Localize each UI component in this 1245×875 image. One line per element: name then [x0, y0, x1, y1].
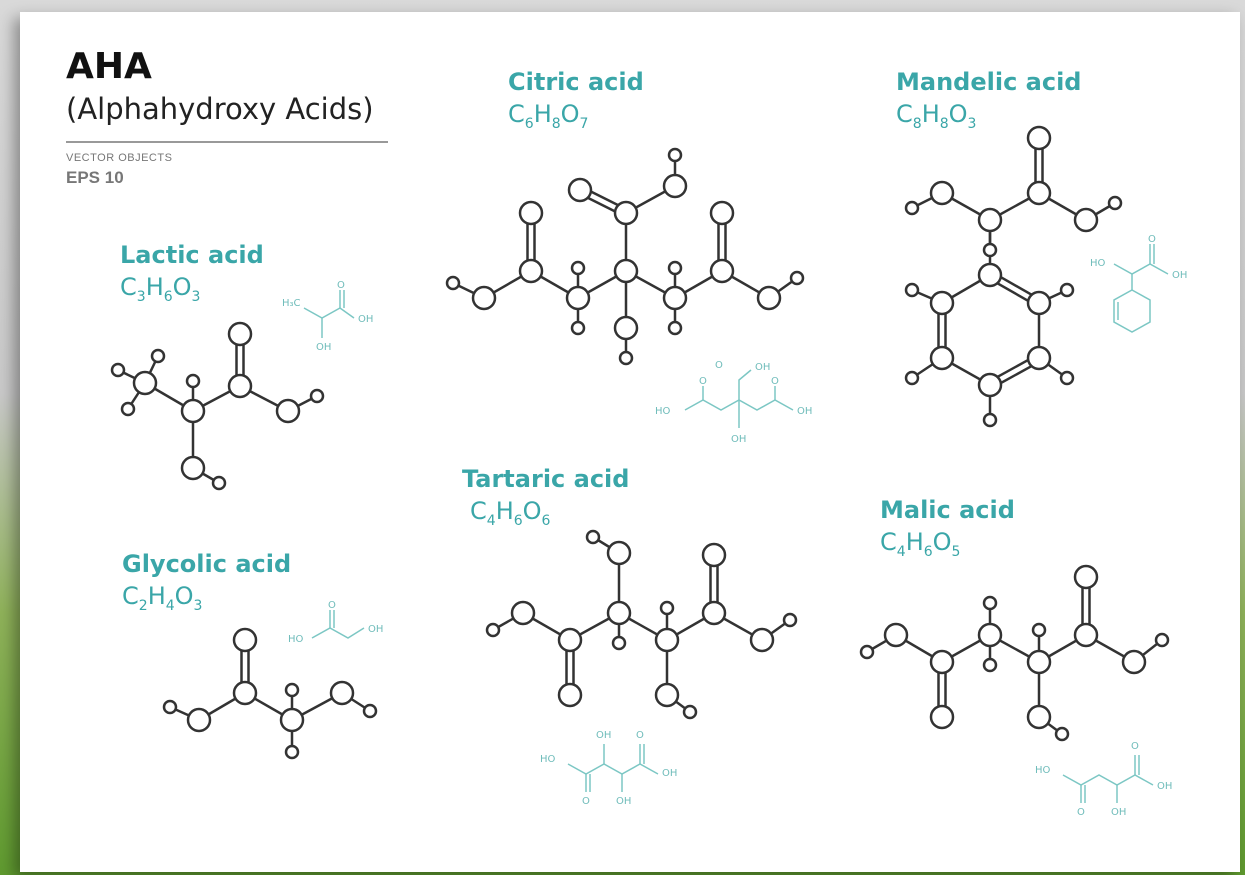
malic-skeletal-formula: O HO OH O OH	[1035, 741, 1172, 818]
malic-skeletal-label: OH	[1111, 807, 1126, 818]
mandelic-skeletal-label: O	[1148, 234, 1156, 245]
lactic-skeletal-label: O	[337, 280, 345, 291]
malic-acid-formula: C4H6O5	[880, 528, 961, 560]
mandelic-skeletal-label: OH	[1172, 270, 1187, 281]
lactic-acid-formula: C3H6O3	[120, 273, 201, 305]
citric-skeletal-formula: O OH HO OH OH O O	[655, 360, 812, 445]
format-label: EPS 10	[66, 168, 124, 187]
citric-skeletal-label: OH	[797, 406, 812, 417]
tartaric-acid-formula: C4H6O6	[470, 497, 551, 529]
tartaric-skeletal-label: HO	[540, 754, 556, 765]
mandelic-acid-name: Mandelic acid	[896, 68, 1082, 96]
citric-acid-name: Citric acid	[508, 68, 644, 96]
glycolic-skeletal-label: HO	[288, 634, 304, 645]
tartaric-acid-name: Tartaric acid	[462, 465, 630, 493]
mandelic-skeletal-label: HO	[1090, 258, 1106, 269]
glycolic-skeletal-formula: O HO OH	[288, 600, 383, 645]
lactic-skeletal-formula: H₃C O OH OH	[282, 280, 373, 353]
lactic-skeletal-label: OH	[358, 314, 373, 325]
header-divider	[66, 141, 388, 143]
lactic-skeletal-label: OH	[316, 342, 331, 353]
glycolic-acid-name: Glycolic acid	[122, 550, 292, 578]
citric-skeletal-label: OH	[731, 434, 746, 445]
tag-label: VECTOR OBJECTS	[66, 152, 173, 164]
citric-skeletal-label: HO	[655, 406, 671, 417]
malic-skeletal-label: O	[1077, 807, 1085, 818]
citric-acid-formula: C6H8O7	[508, 100, 589, 132]
citric-skeletal-label: O	[771, 376, 779, 387]
malic-acid-name: Malic acid	[880, 496, 1015, 524]
tartaric-skeletal-label: O	[582, 796, 590, 807]
glycolic-acid-formula: C2H4O3	[122, 582, 203, 614]
citric-skeletal-label: OH	[755, 362, 770, 373]
lactic-acid-name: Lactic acid	[120, 241, 264, 269]
page-title: AHA	[66, 46, 152, 87]
mandelic-skeletal-formula: HO O OH	[1090, 234, 1187, 333]
glycolic-skeletal-label: O	[328, 600, 336, 611]
tartaric-skeletal-label: OH	[596, 730, 611, 741]
citric-skeletal-label: O	[715, 360, 723, 371]
page-subtitle: (Alphahydroxy Acids)	[66, 92, 374, 126]
tartaric-skeletal-formula: OH O HO OH O OH	[540, 730, 677, 807]
tartaric-skeletal-label: OH	[616, 796, 631, 807]
malic-skeletal-label: HO	[1035, 765, 1051, 776]
malic-skeletal-label: O	[1131, 741, 1139, 752]
lactic-skeletal-label: H₃C	[282, 298, 301, 309]
citric-skeletal-label: O	[699, 376, 707, 387]
tartaric-skeletal-label: O	[636, 730, 644, 741]
glycolic-skeletal-label: OH	[368, 624, 383, 635]
mandelic-acid-formula: C8H8O3	[896, 100, 977, 132]
malic-skeletal-label: OH	[1157, 781, 1172, 792]
tartaric-skeletal-label: OH	[662, 768, 677, 779]
